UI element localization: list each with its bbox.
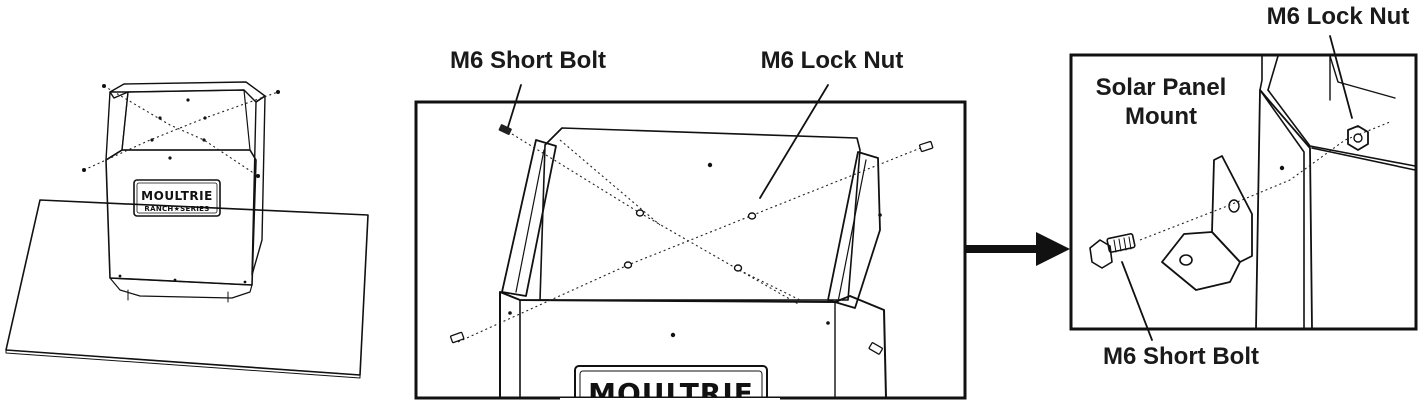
overview-logo-series: RANCH★SERIES <box>144 205 209 213</box>
solar-short-bolt <box>1089 233 1136 269</box>
label-right-bolt: M6 Short Bolt <box>1103 343 1259 370</box>
leader-middle-nut <box>759 84 829 199</box>
detail-panel-solar-mount <box>1069 35 1418 341</box>
detail-panel-bolts: MOULTRIE M6 Short Bolt M6 Lock Nut <box>414 47 967 410</box>
solar-panel-mount-bracket <box>1161 155 1253 291</box>
outer-bolt-top-left <box>498 124 512 135</box>
feeder-box: MOULTRIE RANCH★SERIES <box>82 81 280 303</box>
outer-bolt-bottom-right <box>868 342 883 355</box>
label-solar-mount-line2: Mount <box>1125 103 1197 130</box>
solar-lock-nut <box>1347 125 1369 151</box>
detail-logo-plaque: MOULTRIE <box>560 365 780 410</box>
leader-right-nut <box>1329 35 1353 119</box>
overview-logo-brand: MOULTRIE <box>141 189 213 203</box>
outer-bolt-top-right <box>918 140 934 153</box>
label-right-nut: M6 Lock Nut <box>1267 3 1410 30</box>
outer-bolt-bottom-left <box>449 331 465 344</box>
direction-arrow <box>966 232 1070 266</box>
label-middle-nut: M6 Lock Nut <box>761 47 904 74</box>
overview-illustration: MOULTRIE RANCH★SERIES <box>5 81 369 379</box>
detail-frame <box>414 100 967 400</box>
leader-middle-bolt <box>507 84 522 128</box>
inner-nuts <box>623 209 757 272</box>
label-middle-bolt: M6 Short Bolt <box>450 47 606 74</box>
leader-right-bolt <box>1121 261 1153 341</box>
label-solar-mount-line1: Solar Panel <box>1096 74 1227 101</box>
base-plate <box>5 199 369 376</box>
solar-detail-frame <box>1069 53 1418 331</box>
overview-logo-plaque: MOULTRIE RANCH★SERIES <box>133 179 221 217</box>
